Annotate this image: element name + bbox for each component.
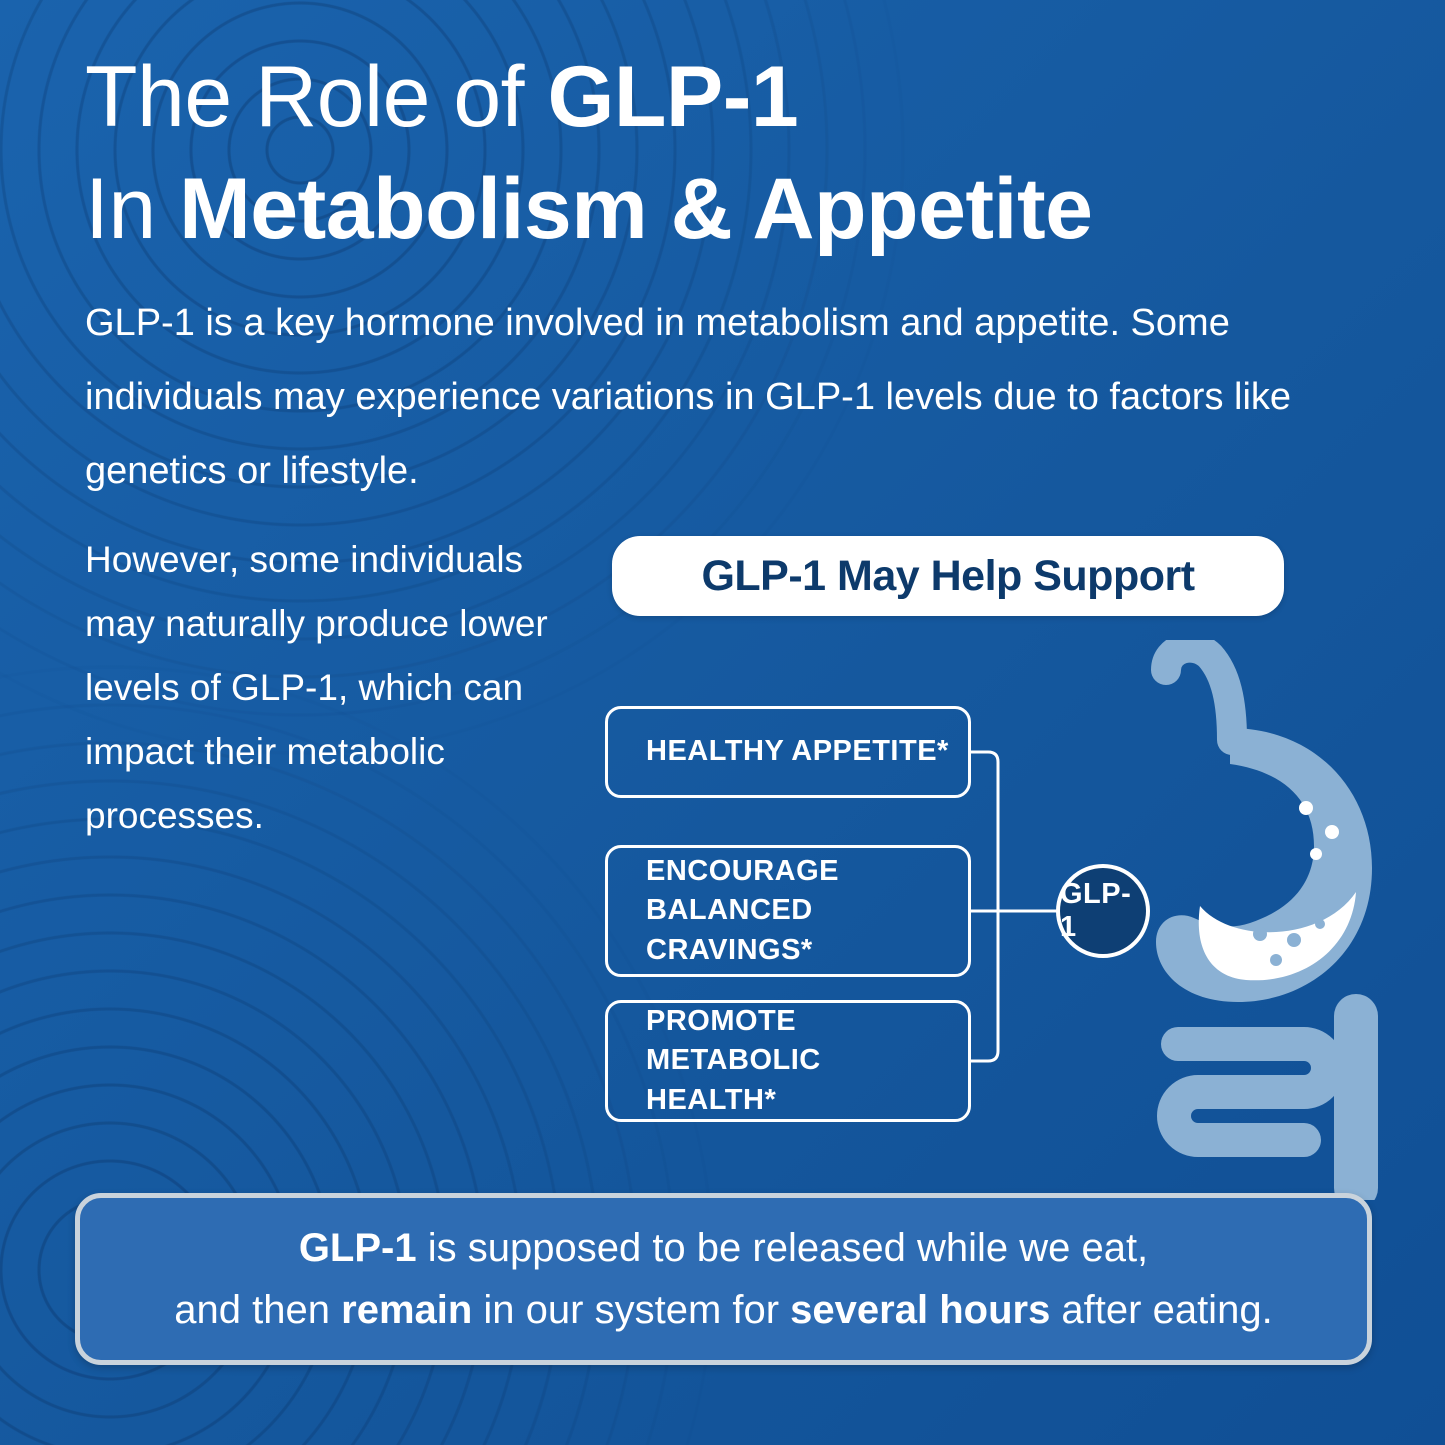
footer-bold-several-hours: several hours: [790, 1288, 1051, 1332]
footer-bold-remain: remain: [341, 1288, 473, 1332]
bubble-dot: [1253, 927, 1267, 941]
title-line-1: The Role of GLP-1: [85, 42, 1092, 154]
intro-paragraph: GLP-1 is a key hormone involved in metab…: [85, 302, 1292, 493]
footer-line-1: GLP-1 is supposed to be released while w…: [299, 1219, 1148, 1277]
support-header-pill: GLP-1 May Help Support: [612, 536, 1284, 616]
bubble-dot: [1310, 848, 1322, 860]
title-line2-light: In: [85, 160, 180, 257]
esophagus-path: [1151, 640, 1247, 755]
support-box-label: HEALTH*: [646, 1083, 777, 1116]
glp1-hub-label: GLP-1: [1060, 878, 1132, 943]
bubble-dot: [1315, 919, 1325, 929]
support-box-label: ENCOURAGE BALANCED: [646, 855, 840, 927]
support-box-healthy-appetite: HEALTHY APPETITE*: [605, 706, 971, 798]
footer-text-2: and then: [174, 1288, 342, 1332]
glp1-hub-circle: GLP-1: [1056, 864, 1150, 958]
support-box-metabolic-health: PROMOTE METABOLIC HEALTH*: [605, 1000, 971, 1122]
page-title: The Role of GLP-1 In Metabolism & Appeti…: [85, 42, 1093, 266]
bubble-dot: [1270, 954, 1282, 966]
footer-callout: GLP-1 is supposed to be released while w…: [75, 1193, 1372, 1365]
support-box-label: CRAVINGS*: [646, 933, 813, 966]
footer-text-4: after eating.: [1050, 1288, 1273, 1332]
support-box-balanced-cravings: ENCOURAGE BALANCED CRAVINGS*: [605, 845, 971, 977]
footer-bold-glp1: GLP-1: [298, 1226, 417, 1270]
support-box-label: HEALTHY APPETITE*: [646, 735, 949, 768]
title-line-2: In Metabolism & Appetite: [85, 154, 1093, 266]
footer-line-2: and then remain in our system for severa…: [174, 1281, 1272, 1339]
connector-bracket: [971, 750, 1000, 1063]
title-line2-bold: Metabolism & Appetite: [179, 160, 1093, 257]
support-box-label: PROMOTE METABOLIC: [646, 1005, 821, 1077]
stomach-contents: [1198, 892, 1356, 981]
bubble-dot: [1325, 825, 1339, 839]
intestines-path: [1157, 1027, 1345, 1157]
bubble-dot: [1299, 801, 1313, 815]
stomach-body: [1156, 728, 1372, 1002]
left-paragraph: However, some individuals may naturally …: [85, 539, 548, 836]
bubble-dot: [1287, 933, 1301, 947]
footer-text-1: is supposed to be released while we eat,: [416, 1226, 1149, 1270]
footer-text-3: in our system for: [472, 1288, 791, 1332]
support-header-label: GLP-1 May Help Support: [701, 551, 1195, 600]
title-line1-light: The Role of: [85, 49, 548, 145]
title-line1-bold: GLP-1: [547, 49, 799, 145]
